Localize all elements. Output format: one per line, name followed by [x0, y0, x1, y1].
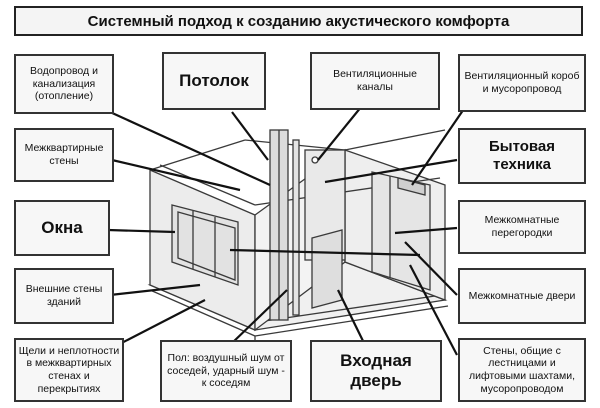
label-windows: Окна [14, 200, 110, 256]
label-appliances: Бытовая техника [458, 128, 586, 184]
label-gaps: Щели и неплотности в межквартирных стена… [14, 338, 124, 402]
label-interapartment-walls: Межквартирные стены [14, 128, 114, 182]
diagram-title: Системный подход к созданию акустическог… [14, 6, 583, 36]
label-interroom-partitions: Межкомнатные перегородки [458, 200, 586, 254]
label-shared-walls: Стены, общие с лестницами и лифтовыми ша… [458, 338, 586, 402]
window-drawing [171, 204, 239, 286]
label-vent-channels: Вентиляционные каналы [310, 52, 440, 110]
label-interroom-doors: Межкомнатные двери [458, 268, 586, 324]
label-entrance-door: Входная дверь [310, 340, 442, 402]
label-ceiling: Потолок [162, 52, 266, 110]
label-floor: Пол: воздушный шум от соседей, ударный ш… [160, 340, 292, 402]
label-water-pipes: Водопровод и канализация (отопление) [14, 54, 114, 114]
label-external-walls: Внешние стены зданий [14, 268, 114, 324]
leader-lines [107, 95, 471, 356]
entrance-door-drawing [311, 229, 343, 309]
appliance-drawing [397, 177, 426, 196]
label-vent-duct: Вентиляционный короб и мусоропровод [458, 54, 586, 112]
